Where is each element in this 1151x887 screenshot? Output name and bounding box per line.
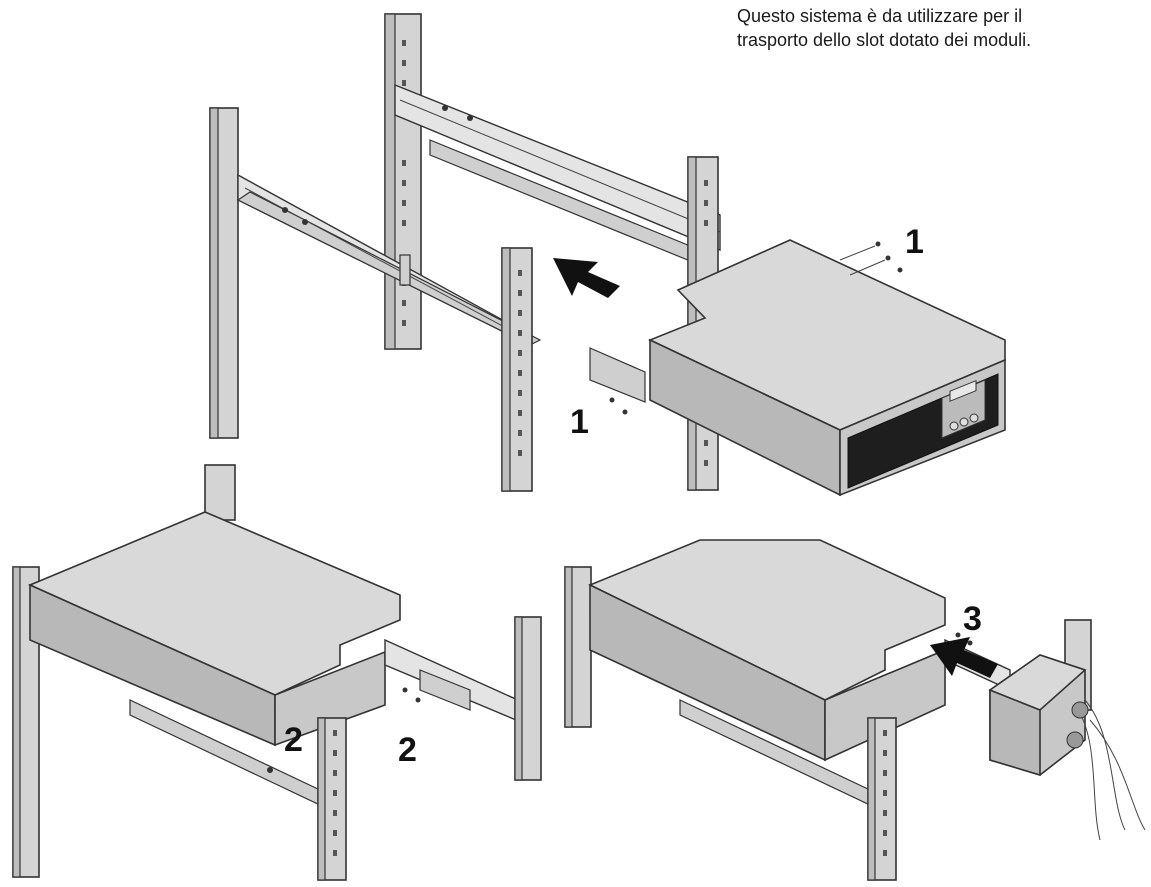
rack-post-front-left xyxy=(209,107,239,439)
insert-arrow-icon xyxy=(553,258,620,298)
bottom-left-scene xyxy=(12,464,542,881)
rack-post-bl-back xyxy=(204,464,236,521)
rail-bl xyxy=(129,638,541,806)
insert-arrow-icon xyxy=(930,637,998,678)
rack-post-front-center xyxy=(501,247,533,492)
top-scene xyxy=(209,13,1006,497)
rack-post-br-left xyxy=(564,566,592,728)
rack-post-br-front xyxy=(867,717,897,881)
ups-unit-top xyxy=(589,239,1006,497)
caption-line-2: trasporto dello slot dotato dei moduli. xyxy=(737,30,1032,50)
step-label-2-b: 2 xyxy=(398,731,417,769)
front-bezel xyxy=(847,373,999,489)
rack-post-bl-front xyxy=(317,717,347,881)
caption-line-1: Questo sistema è da utilizzare per il xyxy=(737,6,1023,26)
step-label-1-left: 1 xyxy=(570,403,589,441)
rail-upper xyxy=(394,83,721,266)
step-label-3: 3 xyxy=(963,600,982,638)
step-label-2-a: 2 xyxy=(284,721,303,759)
ups-unit-bl xyxy=(27,511,401,747)
step-label-1-right: 1 xyxy=(905,223,924,261)
rail-lower xyxy=(236,173,542,347)
bottom-right-scene xyxy=(564,539,1146,881)
ups-unit-br xyxy=(588,539,946,762)
rack-post-back-center xyxy=(384,13,422,350)
caption-text: Questo sistema è da utilizzare per il tr… xyxy=(737,4,1147,52)
cable-module xyxy=(988,654,1146,841)
rack-post-bl-right xyxy=(514,616,542,781)
